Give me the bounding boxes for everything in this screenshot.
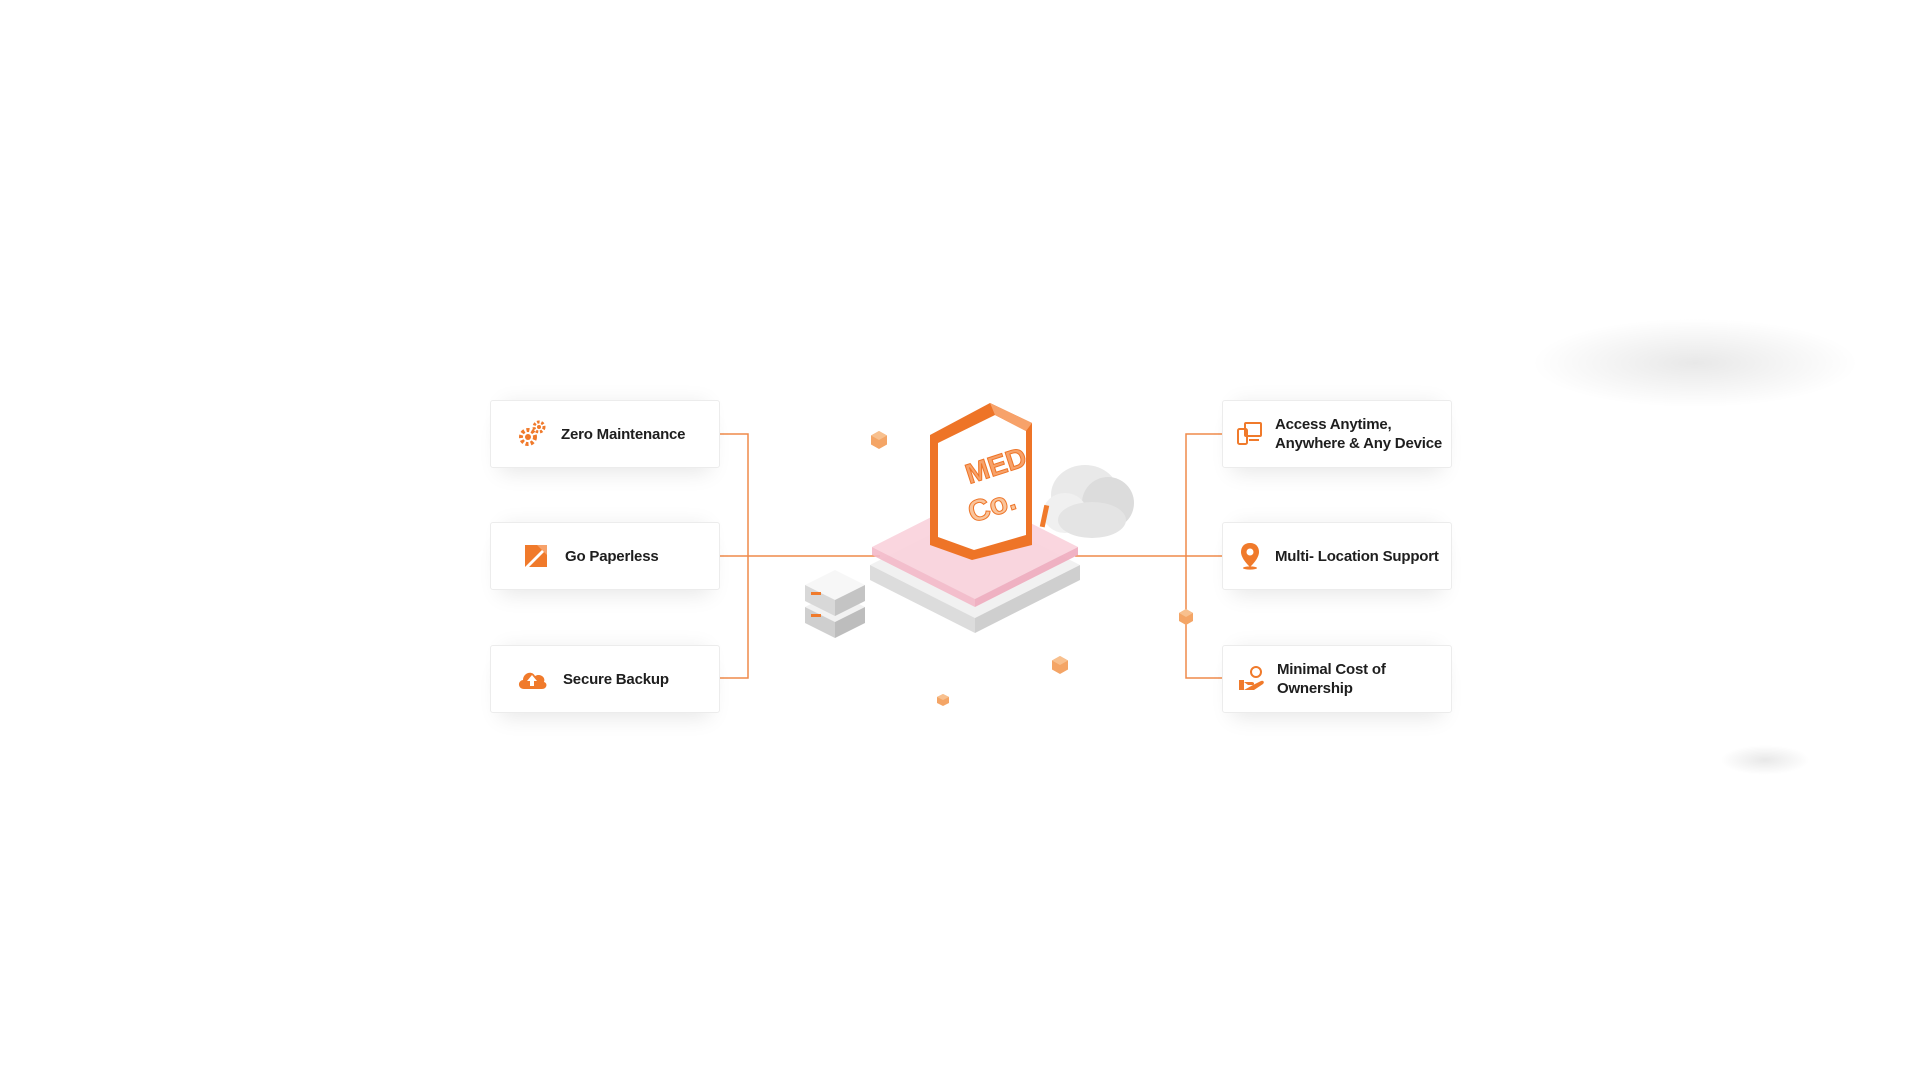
server-icon: [805, 570, 865, 638]
feature-label-group: Minimal Cost of Ownership: [1277, 660, 1386, 698]
feature-card-access-anytime: Access Anytime, Anywhere & Any Device: [1222, 400, 1452, 468]
feature-card-secure-backup: Secure Backup: [490, 645, 720, 713]
hand-coins-icon: [1235, 662, 1269, 696]
feature-label-line2: Anywhere & Any Device: [1275, 435, 1442, 452]
feature-card-go-paperless: Go Paperless: [490, 522, 720, 590]
feature-label: Go Paperless: [565, 547, 659, 565]
feature-card-minimal-cost: Minimal Cost of Ownership: [1222, 645, 1452, 713]
feature-label-group: Access Anytime, Anywhere & Any Device: [1275, 415, 1442, 453]
feature-label: Secure Backup: [563, 670, 669, 688]
feature-label: Multi- Location Support: [1275, 547, 1439, 565]
gears-icon: [515, 417, 549, 451]
cloud-icon: [1039, 465, 1134, 538]
feature-label: Access Anytime,: [1275, 416, 1392, 433]
feature-label: Minimal Cost of: [1277, 661, 1386, 678]
feature-card-multi-location: Multi- Location Support: [1222, 522, 1452, 590]
decorative-shadow-top-right: [1530, 318, 1860, 408]
feature-card-zero-maintenance: Zero Maintenance: [490, 400, 720, 468]
devices-icon: [1233, 417, 1267, 451]
cloud-upload-icon: [515, 662, 549, 696]
feature-label: Zero Maintenance: [561, 425, 686, 443]
logo-tile: [930, 403, 1032, 560]
location-pin-icon: [1233, 539, 1267, 573]
hexagon-decoration: [937, 694, 949, 706]
feature-label-line2: Ownership: [1277, 680, 1353, 697]
paperless-icon: [519, 539, 553, 573]
hexagon-decoration: [871, 431, 887, 449]
central-illustration: [805, 403, 1134, 638]
hexagon-decoration: [1179, 609, 1193, 625]
hexagon-decoration: [1052, 656, 1068, 674]
decorative-shadow-bottom-right: [1720, 745, 1810, 775]
